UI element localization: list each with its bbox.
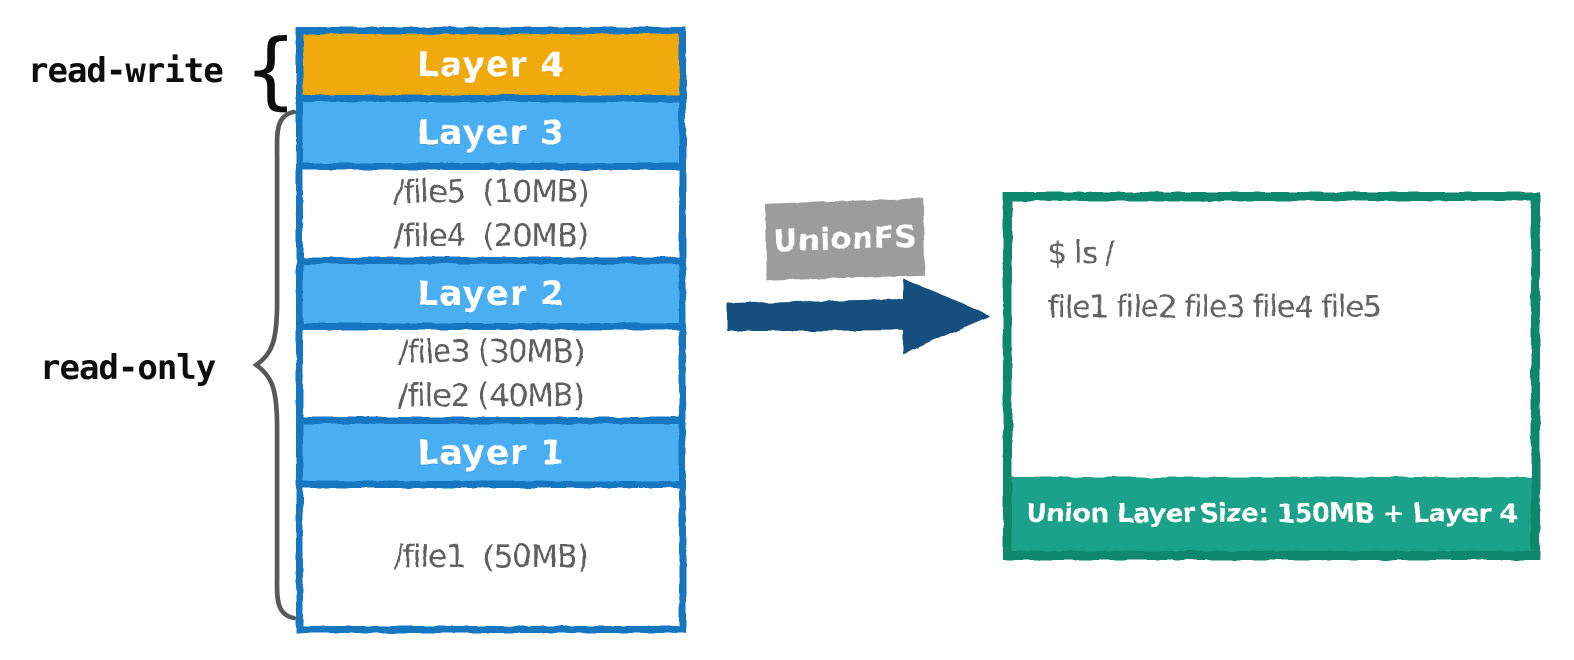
union-footer-size: Size: 150MB + Layer 4 [1199, 499, 1518, 529]
unionfs-badge: UnionFS [765, 198, 925, 281]
file-entry-file4: /file4 (20MB) [393, 217, 590, 254]
terminal-command: $ ls / [1048, 236, 1115, 271]
layer-3-label: Layer 3 [416, 112, 566, 153]
read-only-brace [252, 109, 297, 621]
layer-1-row: Layer 1 [303, 424, 679, 488]
terminal-output-area: $ ls / file1 file2 file3 file4 file5 [1012, 201, 1531, 477]
union-layer-box: $ ls / file1 file2 file3 file4 file5 Uni… [1003, 192, 1540, 560]
layer-1-files-row: /file1 (50MB) [303, 488, 679, 626]
terminal-listing: file1 file2 file3 file4 file5 [1048, 290, 1382, 325]
read-only-label: read-only [40, 348, 216, 388]
layer-2-files-row: /file3 (30MB) /file2 (40MB) [303, 330, 679, 424]
union-arrow-icon [727, 279, 989, 354]
union-footer-title: Union Layer [1026, 499, 1196, 529]
layer-2-row: Layer 2 [303, 264, 679, 330]
layer-1-label: Layer 1 [416, 432, 566, 473]
layer-4-label: Layer 4 [416, 44, 566, 85]
image-layer-stack: Layer 4 Layer 3 /file5 (10MB) /file4 (20… [296, 27, 686, 633]
unionfs-label: UnionFS [772, 219, 918, 260]
read-write-brace: { [244, 21, 298, 119]
layer-4-row: Layer 4 [303, 34, 679, 102]
file-entry-file3: /file3 (30MB) [398, 333, 585, 370]
union-layer-footer: Union Layer Size: 150MB + Layer 4 [1012, 477, 1531, 551]
layer-2-label: Layer 2 [416, 273, 566, 314]
layer-3-files-row: /file5 (10MB) /file4 (20MB) [303, 170, 679, 264]
file-entry-file5: /file5 (10MB) [393, 173, 590, 210]
file-entry-file1: /file1 (50MB) [393, 539, 590, 575]
file-entry-file2: /file2 (40MB) [398, 377, 585, 414]
read-write-label: read-write [28, 51, 224, 91]
layer-3-row: Layer 3 [303, 102, 679, 170]
